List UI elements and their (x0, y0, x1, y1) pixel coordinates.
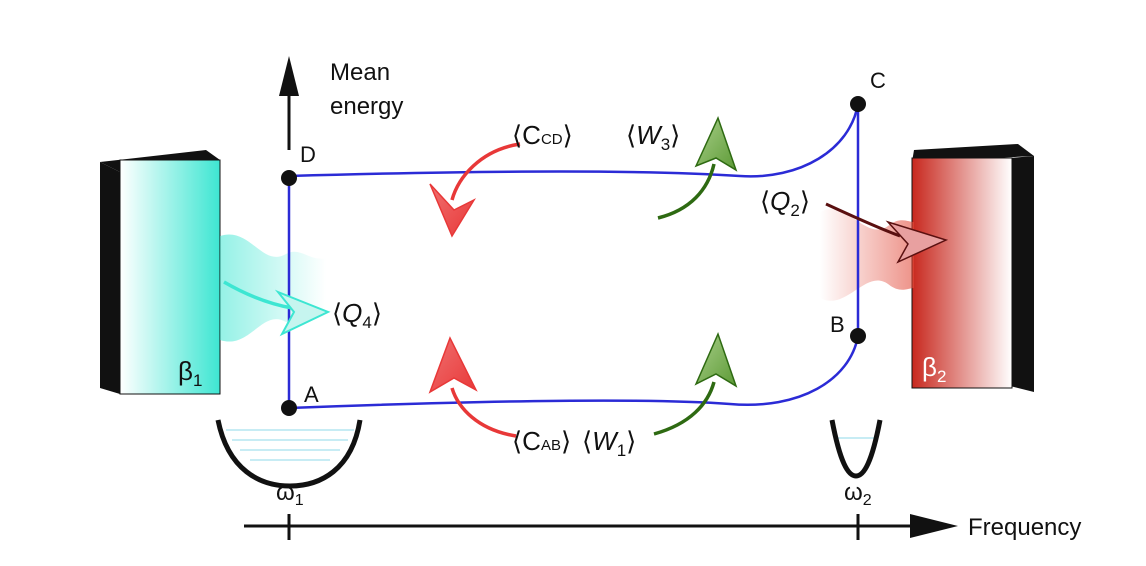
cycle-path (287, 103, 860, 410)
coherence-cd-arrow (429, 142, 521, 238)
frequency-axis (244, 514, 958, 540)
work-1-arrow (653, 331, 738, 436)
energy-axis (279, 56, 299, 150)
heat-2-arrow (825, 202, 949, 264)
point-c-label: C (870, 68, 886, 93)
cold-reservoir-label: β1 (178, 356, 202, 390)
heat-2-arrowhead-icon (885, 220, 949, 264)
point-a-label: A (304, 382, 319, 407)
heat-4-arrow (223, 280, 331, 337)
work-3-arrowhead-icon (694, 115, 738, 172)
frequency-axis-arrowhead-icon (910, 514, 958, 538)
stroke-c-to-d (288, 103, 860, 178)
right-potential-well (829, 419, 883, 479)
coherence-ab-arrowhead-icon (428, 336, 478, 394)
coherence-ab-arrow (428, 336, 517, 438)
coherence-cd-label: ⟨CCD⟩ (512, 120, 573, 150)
heat-2-label: ⟨Q2⟩ (760, 186, 810, 220)
cold-reservoir: β1 (100, 150, 221, 395)
point-b (850, 328, 866, 344)
energy-axis-arrowhead-icon (279, 56, 299, 96)
hot-reservoir-label: β2 (922, 352, 946, 386)
point-d-label: D (300, 142, 316, 167)
point-c (850, 96, 866, 112)
work-3-arrow (657, 115, 738, 220)
left-frequency-label: ω1 (276, 479, 304, 509)
coherence-cd-arrowhead-icon (429, 183, 477, 238)
work-3-label: ⟨W3⟩ (626, 120, 680, 154)
stroke-a-to-b (288, 335, 860, 410)
hot-reservoir: β2 (911, 144, 1034, 392)
work-1-arrowhead-icon (694, 331, 738, 388)
point-d (281, 170, 297, 186)
state-points (281, 96, 866, 416)
energy-axis-label-line1: Mean (330, 59, 390, 86)
energy-axis-label-line2: energy (330, 93, 403, 120)
heat-4-label: ⟨Q4⟩ (332, 298, 382, 332)
left-potential-well (215, 419, 363, 489)
coherence-ab-label: ⟨CAB⟩ (512, 426, 571, 456)
right-frequency-label: ω2 (844, 479, 872, 509)
frequency-axis-label: Frequency (968, 514, 1081, 541)
point-b-label: B (830, 312, 845, 337)
heat-4-arrowhead-icon (274, 289, 331, 337)
point-a (281, 400, 297, 416)
work-1-label: ⟨W1⟩ (582, 426, 636, 460)
